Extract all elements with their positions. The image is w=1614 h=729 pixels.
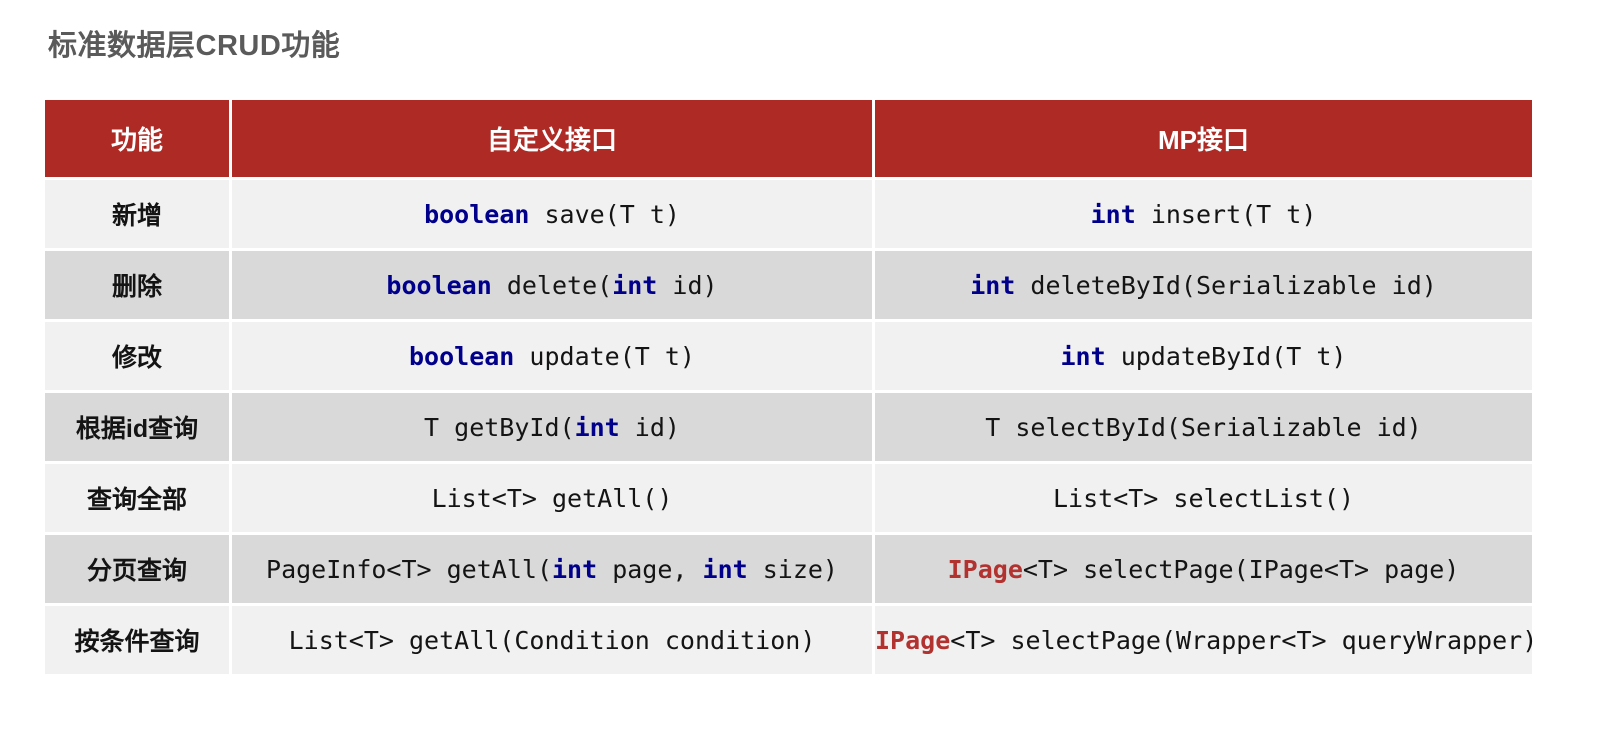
feature-label: 按条件查询 <box>42 603 232 677</box>
table-row: 按条件查询 List<T> getAll(Condition condition)… <box>42 603 1538 677</box>
code-keyword: boolean <box>424 199 530 229</box>
code-keyword: int <box>1060 341 1106 371</box>
code-text: delete( <box>491 270 613 300</box>
feature-label: 新增 <box>42 177 232 251</box>
custom-interface-signature: boolean delete(int id) <box>229 248 875 322</box>
code-keyword: boolean <box>386 270 492 300</box>
code-text: id) <box>657 270 718 300</box>
mp-interface-signature: int deleteById(Serializable id) <box>872 248 1535 322</box>
feature-label: 查询全部 <box>42 461 232 535</box>
column-header-mp-interface: MP接口 <box>872 97 1535 180</box>
code-text: size) <box>747 554 838 584</box>
page-title: 标准数据层CRUD功能 <box>48 30 341 62</box>
mp-interface-signature: IPage<T> selectPage(Wrapper<T> queryWrap… <box>872 603 1538 677</box>
code-keyword: int <box>970 270 1016 300</box>
code-text: save(T t) <box>529 199 680 229</box>
feature-label: 分页查询 <box>42 532 232 606</box>
code-keyword: int <box>552 554 598 584</box>
feature-label: 根据id查询 <box>42 390 232 464</box>
feature-label: 修改 <box>42 319 232 393</box>
code-text: <T> selectPage(Wrapper<T> queryWrapper) <box>950 625 1538 655</box>
custom-interface-signature: T getById(int id) <box>229 390 875 464</box>
table-row: 查询全部 List<T> getAll() List<T> selectList() <box>42 461 1535 535</box>
code-text: T getById( <box>424 412 575 442</box>
column-header-custom-interface: 自定义接口 <box>229 97 875 180</box>
mp-interface-signature: T selectById(Serializable id) <box>872 390 1535 464</box>
mp-interface-signature: int updateById(T t) <box>872 319 1535 393</box>
code-text: update(T t) <box>514 341 695 371</box>
column-header-feature: 功能 <box>42 97 232 180</box>
code-type-highlight: IPage <box>875 625 951 655</box>
mp-interface-signature: IPage<T> selectPage(IPage<T> page) <box>872 532 1535 606</box>
custom-interface-signature: List<T> getAll() <box>229 461 875 535</box>
code-text: List<T> getAll() <box>431 483 673 513</box>
code-keyword: int <box>574 412 620 442</box>
code-text: PageInfo<T> getAll( <box>266 554 552 584</box>
header-row: 功能 自定义接口 MP接口 <box>42 97 1535 180</box>
code-text: <T> selectPage(IPage<T> page) <box>1022 554 1460 584</box>
custom-interface-signature: PageInfo<T> getAll(int page, int size) <box>229 532 875 606</box>
code-text: insert(T t) <box>1135 199 1317 229</box>
code-text: id) <box>619 412 680 442</box>
feature-label: 删除 <box>42 248 232 322</box>
code-text: List<T> getAll(Condition condition) <box>288 625 816 655</box>
code-keyword: boolean <box>409 341 515 371</box>
custom-interface-signature: boolean update(T t) <box>229 319 875 393</box>
code-text: page, <box>597 554 703 584</box>
code-text: updateById(T t) <box>1105 341 1347 371</box>
mp-interface-signature: List<T> selectList() <box>872 461 1535 535</box>
custom-interface-signature: List<T> getAll(Condition condition) <box>229 603 875 677</box>
code-keyword: int <box>612 270 658 300</box>
code-keyword: int <box>702 554 748 584</box>
custom-interface-signature: boolean save(T t) <box>229 177 875 251</box>
table-header: 功能 自定义接口 MP接口 <box>42 97 1535 180</box>
mp-interface-signature: int insert(T t) <box>872 177 1535 251</box>
code-type-highlight: IPage <box>947 554 1023 584</box>
code-keyword: int <box>1090 199 1136 229</box>
code-text: List<T> selectList() <box>1052 483 1355 513</box>
code-text: deleteById(Serializable id) <box>1015 270 1437 300</box>
code-text: T selectById(Serializable id) <box>985 412 1422 442</box>
